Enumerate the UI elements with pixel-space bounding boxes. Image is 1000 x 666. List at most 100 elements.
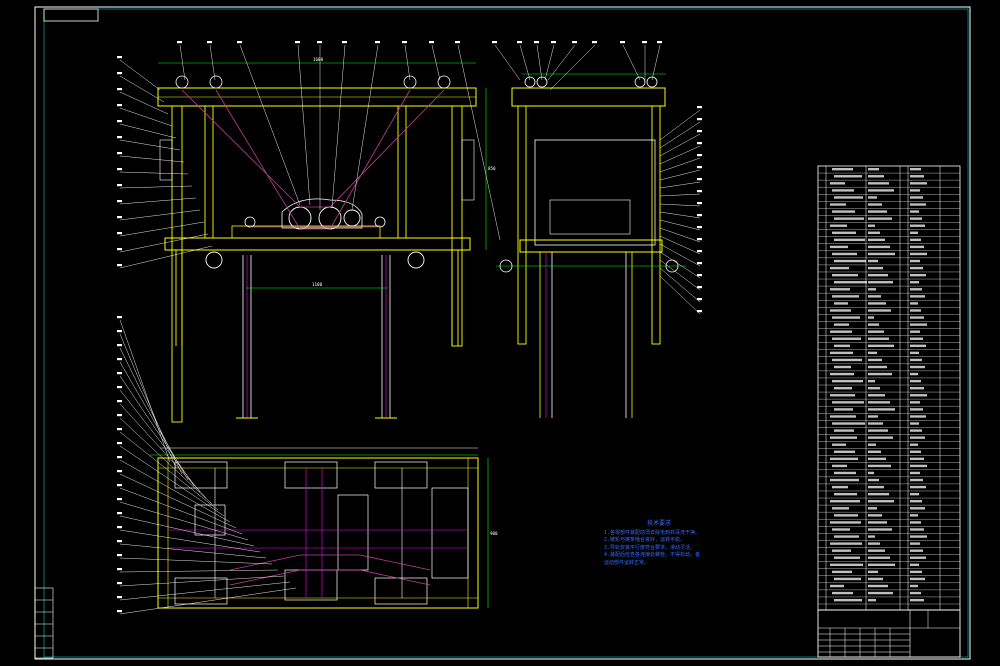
balloon-number <box>317 41 322 44</box>
parts-list-entry <box>830 478 859 482</box>
balloon-number <box>551 41 556 44</box>
parts-list-entry <box>868 457 886 461</box>
parts-list-entry <box>834 408 853 411</box>
balloon-number <box>117 104 122 107</box>
leader-line <box>659 109 701 141</box>
balloon-number <box>117 88 122 91</box>
balloon-number <box>117 232 122 235</box>
leader-line <box>659 267 701 303</box>
parts-list-entry <box>834 365 851 369</box>
parts-list-entry <box>910 309 921 312</box>
leader-line <box>119 155 185 163</box>
parts-list-entry <box>830 521 861 524</box>
parts-list-entry <box>868 224 875 227</box>
balloon-number <box>117 456 122 459</box>
balloon-number <box>117 554 122 557</box>
parts-list-entry <box>910 168 921 171</box>
balloon-number <box>492 41 497 44</box>
leader-line <box>119 501 249 541</box>
leader-line <box>209 44 216 81</box>
parts-list-entry <box>868 500 894 503</box>
tech-note-line: 运动部件运转正常。 <box>604 559 650 566</box>
leader-line <box>457 44 501 241</box>
parts-list-entry <box>910 457 924 461</box>
leader-line <box>119 473 237 529</box>
parts-list-entry <box>868 316 874 319</box>
title-block <box>817 609 961 658</box>
balloon-number <box>697 310 702 313</box>
parts-list-entry <box>910 570 922 574</box>
parts-list-entry <box>910 464 927 468</box>
parts-list-entry <box>868 288 876 291</box>
parts-list-entry <box>868 521 887 524</box>
parts-list-entry <box>910 210 919 213</box>
parts-list-entry <box>910 302 918 305</box>
parts-list-entry <box>910 584 918 588</box>
balloon-number <box>117 484 122 487</box>
parts-list-entry <box>832 168 853 171</box>
parts-list-entry <box>832 358 862 362</box>
leader-line <box>119 515 255 547</box>
balloon-number <box>117 168 122 171</box>
balloon-number <box>534 41 539 44</box>
balloon-number <box>117 610 122 613</box>
parts-list-entry <box>868 478 879 482</box>
parts-list-entry <box>834 344 850 348</box>
outer-frame <box>34 6 971 660</box>
parts-list-entry <box>868 330 884 333</box>
parts-list-entry <box>834 281 867 284</box>
leader-line <box>536 44 543 81</box>
leader-line <box>659 169 701 181</box>
front-view <box>157 62 487 423</box>
balloon-number <box>375 41 380 44</box>
balloon-number <box>429 41 434 44</box>
top-view <box>150 447 489 609</box>
parts-list-entry <box>834 238 865 242</box>
balloon-number <box>117 316 122 319</box>
parts-list-entry <box>910 344 926 348</box>
parts-list-entry <box>910 422 919 425</box>
side-view <box>496 73 686 418</box>
leader-line <box>659 227 701 243</box>
balloon-number <box>697 226 702 229</box>
parts-list-entry <box>868 266 883 270</box>
parts-list-entry <box>910 408 923 411</box>
leader-line <box>119 375 195 487</box>
balloon-number <box>117 152 122 155</box>
parts-list-entry <box>910 175 924 178</box>
leader-line <box>331 44 346 209</box>
parts-list-entry <box>832 379 863 383</box>
parts-list-entry <box>868 514 882 517</box>
balloon-number <box>697 106 702 109</box>
balloon-number <box>697 274 702 277</box>
top-left-box <box>43 8 99 22</box>
parts-list-entry <box>834 196 863 199</box>
parts-list-entry <box>910 372 918 376</box>
tech-note-line: 2.链轮与链条啮合良好，运转平稳。 <box>604 537 686 543</box>
balloon-number <box>697 190 702 193</box>
leader-line <box>659 243 701 267</box>
balloon-number <box>117 358 122 361</box>
parts-list-entry <box>910 281 919 284</box>
parts-list-entry <box>910 535 927 538</box>
leader-line <box>659 203 701 207</box>
parts-list-entry <box>910 563 919 567</box>
parts-list-entry <box>910 556 926 559</box>
balloon-number <box>117 526 122 529</box>
parts-list-entry <box>832 528 850 531</box>
balloon-number <box>117 470 122 473</box>
parts-list-entry <box>910 245 924 249</box>
parts-list-entry <box>832 485 848 489</box>
balloon-number <box>117 512 122 515</box>
parts-list-entry <box>868 168 879 171</box>
parts-list-entry <box>910 316 924 319</box>
parts-list-entry <box>830 288 850 291</box>
parts-list-entry <box>868 408 895 411</box>
parts-list-entry <box>830 182 845 185</box>
parts-list-entry <box>868 196 877 199</box>
parts-list-entry <box>910 598 924 602</box>
parts-list-entry <box>832 401 864 404</box>
leader-line <box>119 459 231 523</box>
leader-line <box>659 251 701 279</box>
parts-list-entry <box>830 224 847 227</box>
